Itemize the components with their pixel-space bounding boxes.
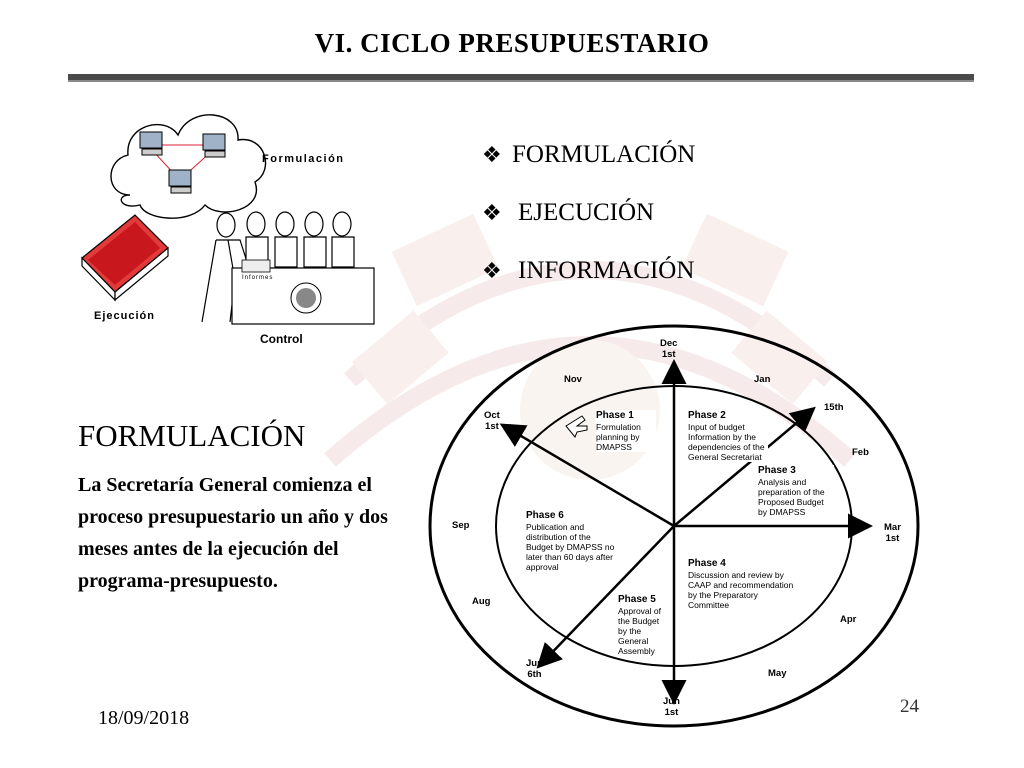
book-icon — [81, 214, 169, 302]
bullet-item: ❖ FORMULACIÓN — [482, 136, 695, 174]
footer-date: 18/09/2018 — [98, 707, 190, 729]
label-jan: Jan — [754, 374, 771, 385]
bullet-label: EJECUCIÓN — [518, 199, 655, 226]
title-divider — [68, 74, 974, 83]
arrow-oct — [499, 423, 675, 528]
label-aug: Aug — [472, 596, 491, 607]
bullet-label: INFORMACIÓN — [518, 257, 695, 284]
arrow-15th — [673, 406, 816, 527]
slide-title: VI. CICLO PRESUPUESTARIO — [314, 28, 710, 58]
diamond-bullet-icon: ❖ — [482, 258, 502, 283]
arrow-jun6 — [536, 525, 675, 669]
formulacion-label: Formulación — [262, 153, 345, 165]
computer-icon — [139, 131, 226, 194]
diamond-bullet-icon: ❖ — [482, 142, 502, 167]
budget-process-illustration: Formulación Ejecución Control Informes — [70, 100, 390, 350]
section-body: La Secretaría General comienza el proces… — [78, 474, 388, 592]
informes-label: Informes — [242, 275, 274, 281]
cloud-icon — [110, 114, 267, 219]
bullet-item: ❖ INFORMACIÓN — [482, 252, 695, 290]
bullet-item: ❖ EJECUCIÓN — [482, 194, 695, 232]
cycle-drawing — [428, 324, 920, 728]
label-feb: Feb — [852, 447, 869, 458]
label-apr: Apr — [840, 614, 857, 625]
control-label: Control — [260, 332, 303, 346]
diamond-bullet-icon: ❖ — [482, 200, 502, 225]
section-title: FORMULACIÓN — [78, 418, 306, 453]
outer-ring — [428, 324, 920, 728]
label-may: May — [768, 668, 787, 679]
bullet-list: ❖ FORMULACIÓN ❖ EJECUCIÓN ❖ INFORMACIÓN — [482, 136, 695, 310]
page-number: 24 — [900, 696, 919, 717]
illustration-drawing — [81, 114, 375, 325]
label-sep: Sep — [452, 520, 470, 531]
pointing-hand-icon — [565, 415, 588, 438]
bullet-label: FORMULACIÓN — [512, 141, 696, 168]
ejecucion-label: Ejecución — [94, 310, 155, 322]
background-emblem-icon — [324, 213, 856, 480]
label-nov: Nov — [564, 374, 582, 385]
label-15th: 15th — [824, 402, 844, 413]
